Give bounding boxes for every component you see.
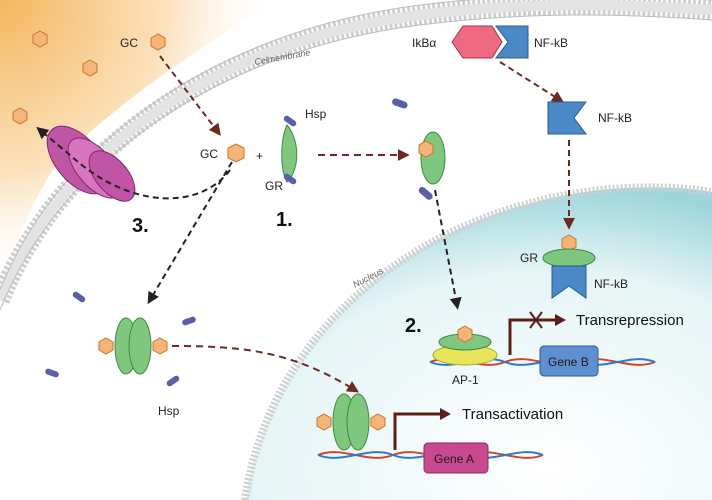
nfkb-icon [551, 265, 587, 299]
gc-hexagon-icon [457, 325, 473, 343]
gr-hsp-complex [281, 115, 298, 185]
step-3-label: 3. [132, 215, 149, 237]
nfkb-icon [547, 101, 587, 135]
gr-nfkb-complex [542, 234, 596, 299]
hsp-icon [72, 291, 86, 303]
nfkb-label-top: NF-kB [534, 36, 568, 50]
gc-label-mid: GC [200, 147, 218, 161]
step-1-label: 1. [276, 209, 293, 231]
efflux-arrow [36, 126, 231, 200]
ikba-label: IkBα [412, 36, 436, 50]
nfkb-release-arrow [499, 61, 565, 103]
hsp-icon [283, 115, 297, 127]
nfkb-icon [495, 25, 529, 59]
transrepression-label: Transrepression [576, 312, 684, 329]
blocked-cross-icon [529, 311, 543, 329]
transcription-start-a [393, 412, 445, 450]
step-2-label: 2. [405, 315, 422, 337]
gc-label-top: GC [120, 36, 138, 50]
activated-gr [392, 98, 446, 200]
gene-b-box [539, 345, 599, 377]
transactivation-label: Transactivation [462, 406, 563, 423]
gr-dimer-nucleus [316, 393, 386, 451]
hsp-label-top: Hsp [305, 107, 327, 121]
gc-hexagon-icon [227, 143, 245, 163]
transcription-arrowhead-a [440, 408, 451, 420]
gr-label-nucleus: GR [520, 251, 538, 265]
gene-b-label: Gene B [548, 355, 589, 369]
hsp-icon [45, 368, 59, 378]
ap1-label: AP-1 [452, 373, 479, 387]
gene-a-box [423, 442, 489, 474]
nfkb-label-mid: NF-kB [598, 111, 632, 125]
ap1-complex [432, 325, 498, 366]
hsp-label-bottom: Hsp [158, 404, 180, 418]
hsp-icon [283, 173, 297, 185]
plus-sign: + [256, 149, 263, 163]
gc-hexagon-icon [150, 33, 166, 51]
gr-label-left: GR [265, 179, 283, 193]
gc-entry-arrow [159, 55, 221, 136]
ikba-nfkb-complex [451, 25, 529, 59]
nfkb-label-nucleus: NF-kB [594, 277, 628, 291]
ikba-icon [451, 25, 503, 59]
hsp-icon [166, 375, 180, 387]
gr-dimer-cytoplasm [98, 317, 168, 375]
gc-hexagon-icon [98, 337, 114, 355]
gc-to-dimer-arrow [147, 161, 233, 305]
gc-hexagon-icon [32, 30, 48, 48]
free-hsp-molecules [45, 291, 196, 387]
gene-a-label: Gene A [434, 452, 474, 466]
transcription-start-b [508, 318, 560, 355]
hsp-icon [392, 98, 408, 109]
gc-hexagon-icon [12, 107, 28, 125]
gc-hexagon-icon [152, 337, 168, 355]
gc-hexagon-icon [82, 59, 98, 77]
gc-molecules-outside [12, 30, 166, 125]
gc-hexagon-icon [418, 140, 434, 158]
gc-hexagon-icon [370, 413, 386, 431]
transcription-arrowhead-b [555, 314, 566, 326]
hsp-icon [182, 316, 196, 326]
hsp-icon [418, 186, 433, 200]
gc-hexagon-icon [316, 413, 332, 431]
